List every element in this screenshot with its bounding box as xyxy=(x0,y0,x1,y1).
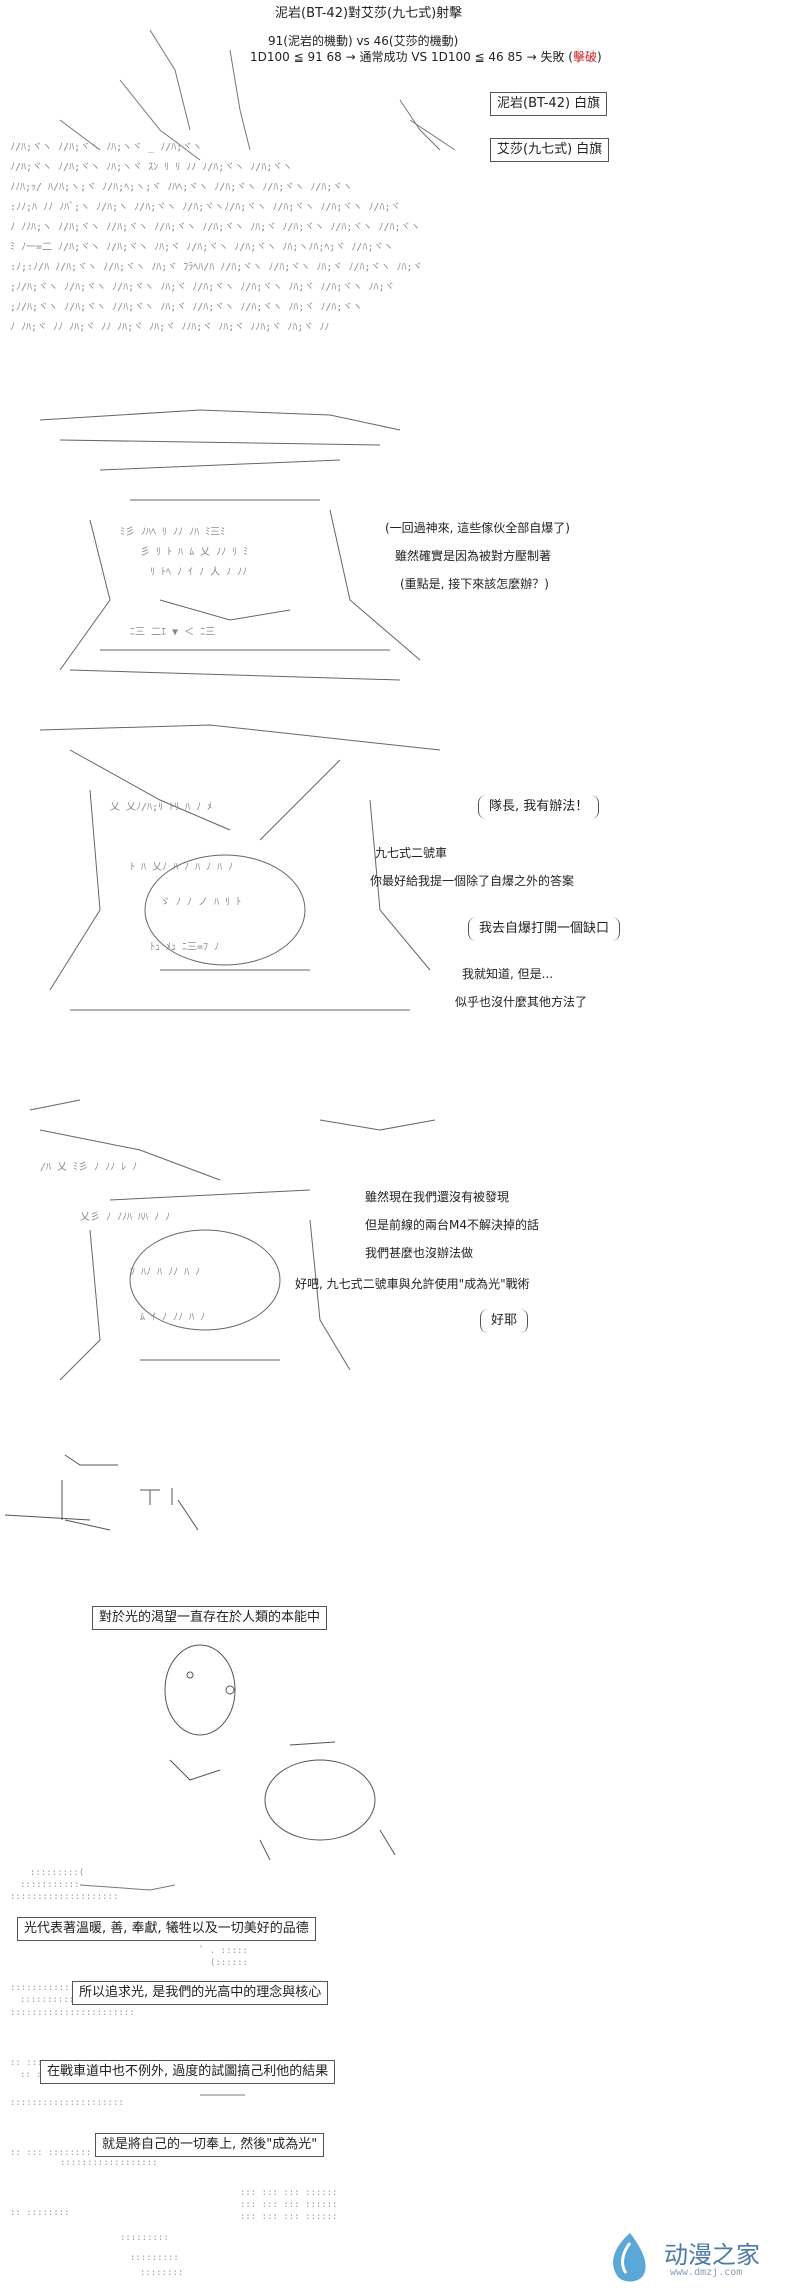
svg-text:::::::::::::::::::: :::::::::::::::::: xyxy=(60,2158,158,2168)
svg-text::::::::::::: ::::::::::: xyxy=(20,1880,80,1890)
svg-text:;ﾉ/ﾊ;ヾヽ ﾉ/ﾊ;ヾヽ ﾉ/ﾊ;ヾヽ ﾉﾊ;ヾ ﾉ/ﾊ: ;ﾉ/ﾊ;ヾヽ ﾉ/ﾊ;ヾヽ ﾉ/ﾊ;ヾヽ ﾉﾊ;ヾ ﾉ/ﾊ;ヾヽ ﾉ/ﾊ;ヾヽ… xyxy=(10,302,362,313)
svg-text::: ::: ::::::::: :: ::: :::::::: xyxy=(10,2148,91,2158)
scene4-line4: 好吧, 九七式二號車與允許使用"成為光"戰術 xyxy=(295,1277,530,1291)
svg-text:ﾘ ﾄﾍ ﾉ ｲ ﾉ 人 ﾉ ﾉﾉ: ﾘ ﾄﾍ ﾉ ｲ ﾉ 人 ﾉ ﾉﾉ xyxy=(150,566,247,578)
svg-text::::::::::::::::::::::::: ::::::::::::::::::::::: xyxy=(10,2008,135,2018)
svg-text:ﾉﾉﾊ;ｯ/ ﾊ/ﾊ;ヽ;ヾ ﾉ/ﾊ;ﾍ;ヽ;ヾ ﾉﾊﾍ;ヾ: ﾉﾉﾊ;ｯ/ ﾊ/ﾊ;ヽ;ヾ ﾉ/ﾊ;ﾍ;ヽ;ヾ ﾉﾊﾍ;ヾヽ ﾉ/ﾊ;ヾヽ ﾉ… xyxy=(10,182,352,193)
svg-text:/ﾊ 乂 ﾐ彡 ﾉ ﾉﾉ ﾚ ﾉ: /ﾊ 乂 ﾐ彡 ﾉ ﾉﾉ ﾚ ﾉ xyxy=(40,1162,137,1173)
destroyed-label: 擊破 xyxy=(572,50,597,64)
svg-text:::::::::: :::::::: xyxy=(140,2268,183,2278)
svg-text::::::::::: ::::::::: xyxy=(120,2233,169,2243)
svg-text:::::::::::::::::::::: :::::::::::::::::::: xyxy=(10,1892,118,1902)
svg-text:乂 乂ﾉ/ﾊ;ﾘ ﾄﾘ ﾊ ﾉ ﾒ: 乂 乂ﾉ/ﾊ;ﾘ ﾄﾘ ﾊ ﾉ ﾒ xyxy=(110,802,212,813)
svg-text:ﾉ/ﾊ;ヾヽ ﾉ/ﾊ;ヾヽ ﾉﾊ;ヽヾ _ ﾉ/ﾊ;ヾヽ: ﾉ/ﾊ;ヾヽ ﾉ/ﾊ;ヾヽ ﾉﾊ;ヽヾ _ ﾉ/ﾊ;ヾヽ xyxy=(10,142,202,153)
scene2-line1: (一回過神來, 這些傢伙全部自爆了) xyxy=(385,521,570,535)
scene5-art-top xyxy=(0,1420,220,1540)
scene3-line1: 你最好給我提一個除了自爆之外的答案 xyxy=(370,874,575,888)
svg-text:::: ::: ::: ::::::: ::: ::: ::: :::::: xyxy=(240,2188,338,2198)
svg-text:ﾟ . :::::: ﾟ . ::::: xyxy=(200,1945,248,1956)
scene1-art: ﾉ/ﾊ;ヾヽ ﾉ/ﾊ;ヾヽ ﾉﾊ;ヽヾ _ ﾉ/ﾊ;ヾヽ ﾉ/ﾊ;ヾヽ ﾉ/ﾊ;… xyxy=(0,10,790,340)
scene6-caption3: 在戰車道中也不例外, 過度的試圖搞己利他的結果 xyxy=(40,2060,336,2084)
svg-text:ﾉ ﾉﾉﾊ;ヽ ﾉ/ﾊ;ヾヽ ﾉ/ﾊ;ヾヽ ﾉ/ﾊ;ヾヽ ﾉ: ﾉ ﾉﾉﾊ;ヽ ﾉ/ﾊ;ヾヽ ﾉ/ﾊ;ヾヽ ﾉ/ﾊ;ヾヽ ﾉ/ﾊ;ヾヽ ﾉﾊ;ヾ… xyxy=(10,222,421,233)
scene3-speaker-name: 九七式二號車 xyxy=(375,846,448,860)
dice-result-line: 1D100 ≦ 91 68 → 通常成功 VS 1D100 ≦ 46 85 → … xyxy=(250,50,602,64)
scene2-art: ﾐ彡 ﾉﾊﾍ ﾘ ﾉﾉ ﾉﾊ ﾐ三ﾐ 彡 ﾘ ﾄ ﾊ ﾑ 乂 ﾉﾉ ﾘ ﾐ ﾘ … xyxy=(0,370,440,700)
svg-text:ﾑ ｲ ﾉ ﾉﾉ ﾊ ﾉ: ﾑ ｲ ﾉ ﾉﾉ ﾊ ﾉ xyxy=(140,1312,205,1323)
svg-text:彡 ﾘ ﾄ ﾊ ﾑ 乂 ﾉﾉ ﾘ ﾐ: 彡 ﾘ ﾄ ﾊ ﾑ 乂 ﾉﾉ ﾘ ﾐ xyxy=(140,547,248,558)
scene4-bubble-yay: 好耶 xyxy=(480,1309,529,1333)
svg-text:(::::::: (:::::: xyxy=(210,1958,248,1968)
watermark-name: 动漫之家 xyxy=(664,2241,760,2269)
scene2-line2: 雖然確實是因為被對方壓制著 xyxy=(395,549,552,563)
svg-text::: ::::::: :: :::::: xyxy=(10,2058,59,2068)
svg-text:ｿ ﾊﾉ ﾊ ﾉﾉ ﾊ ﾉ: ｿ ﾊﾉ ﾊ ﾉﾉ ﾊ ﾉ xyxy=(130,1267,200,1278)
scene2-line3: (重點是, 接下來該怎麼辦？) xyxy=(400,577,549,591)
svg-text:ﾐ彡 ﾉﾊﾍ ﾘ ﾉﾉ ﾉﾊ ﾐ三ﾐ: ﾐ彡 ﾉﾊﾍ ﾘ ﾉﾉ ﾉﾊ ﾐ三ﾐ xyxy=(120,527,225,538)
scene3-art: 乂 乂ﾉ/ﾊ;ﾘ ﾄﾘ ﾊ ﾉ ﾒ ﾄ ﾊ 乂ﾉ ﾊ ﾉ ﾊ ﾉ ﾊ ﾉ ゞ ﾉ… xyxy=(10,710,450,1030)
watermark-url: www.dmzj.com xyxy=(670,2267,743,2278)
scene3-bubble-self-destruct: 我去自爆打開一個缺口 xyxy=(468,917,621,941)
svg-text::ﾉ;:ﾉ/ﾊ ﾉ/ﾊ;ヾヽ ﾉ/ﾊ;ヾヽ ﾉﾊ;ヾ ﾌﾗﾍ: :ﾉ;:ﾉ/ﾊ ﾉ/ﾊ;ヾヽ ﾉ/ﾊ;ヾヽ ﾉﾊ;ヾ ﾌﾗﾍﾊ/ﾊ ﾉ/ﾊ;ヾヽ… xyxy=(10,262,423,273)
scene6-caption2: 所以追求光, 是我們的光高中的理念與核心 xyxy=(72,1981,329,2005)
svg-text::::::::::::::::::: ::::::::::::::::: xyxy=(10,1983,102,1993)
svg-text:ﾉ/ﾊ;ヾヽ ﾉ/ﾊ;ヾヽ ﾉﾊ;ヽヾ ｽﾝ ﾘ ﾘ ﾉﾉ: ﾉ/ﾊ;ヾヽ ﾉ/ﾊ;ヾヽ ﾉﾊ;ヽヾ ｽﾝ ﾘ ﾘ ﾉﾉ ﾉ/ﾊ;ヾヽ ﾉ/ﾊ… xyxy=(10,162,292,173)
svg-text:;ﾉ/ﾊ;ヾヽ ﾉ/ﾊ;ヾヽ ﾉ/ﾊ;ヾヽ ﾉﾊ;ヾ ﾉ/ﾊ: ;ﾉ/ﾊ;ヾヽ ﾉ/ﾊ;ヾヽ ﾉ/ﾊ;ヾヽ ﾉﾊ;ヾ ﾉ/ﾊ;ヾヽ ﾉ/ﾊ;ヾヽ… xyxy=(10,282,395,293)
scene3-line3: 似乎也沒什麼其他方法了 xyxy=(455,995,588,1009)
svg-text:ゞ ﾉ ﾉ ノ ﾊ ﾘ ﾄ: ゞ ﾉ ﾉ ノ ﾊ ﾘ ﾄ xyxy=(160,897,241,908)
flag-niyan: 泥岩(BT-42) 白旗 xyxy=(490,92,608,116)
scene3-line2: 我就知道, 但是... xyxy=(462,967,554,981)
svg-text:::: ::: ::: ::::::: ::: ::: ::: :::::: xyxy=(240,2212,338,2222)
chapter-title: 泥岩(BT-42)對艾莎(九七式)射擊 xyxy=(275,6,463,21)
svg-text::ﾉﾉ;ﾊ ﾉﾉ ﾉﾊﾞ;ヽ ﾉ/ﾊ;ヽ ﾉ/ﾊ;ヾヽ ﾉ/: :ﾉﾉ;ﾊ ﾉﾉ ﾉﾊﾞ;ヽ ﾉ/ﾊ;ヽ ﾉ/ﾊ;ヾヽ ﾉ/ﾊ;ヾヽﾉ/ﾊ;ヾヽ… xyxy=(10,201,401,213)
scene4-line2: 但是前線的兩台M4不解決掉的話 xyxy=(365,1218,539,1232)
svg-text:乂彡 ﾉ ﾉﾉﾊ ﾊﾊ ﾉ ﾉ: 乂彡 ﾉ ﾉﾉﾊ ﾊﾊ ﾉ ﾉ xyxy=(80,1212,170,1223)
svg-text:ﾐ ﾉ一=二 ﾉ/ﾊ;ヾヽ ﾉ/ﾊ;ヾヽ ﾉﾊ;ヾ ﾉ/ﾊ;: ﾐ ﾉ一=二 ﾉ/ﾊ;ヾヽ ﾉ/ﾊ;ヾヽ ﾉﾊ;ヾ ﾉ/ﾊ;ヾヽ ﾉ/ﾊ;ヾヽ … xyxy=(10,242,393,253)
scene5-figure xyxy=(150,1630,430,1860)
svg-text::::::::::::::::::::::: ::::::::::::::::::::: xyxy=(10,2098,124,2108)
svg-text::: ::::::::: :: :::::::: xyxy=(10,2208,70,2218)
svg-text::::::::::(: :::::::::( xyxy=(30,1868,84,1878)
scene6-caption1: 光代表著溫暖, 善, 奉獻, 犧牲以及一切美好的品德 xyxy=(17,1917,316,1941)
svg-text:ﾆ三 二ｴ ▼ ＜ ﾆ三: ﾆ三 二ｴ ▼ ＜ ﾆ三 xyxy=(130,627,215,638)
scene5-caption: 對於光的渴望一直存在於人類的本能中 xyxy=(92,1606,328,1630)
svg-text:ﾉ ﾉﾊ;ヾ ﾉﾉ ﾉﾊ;ヾ ﾉﾉ ﾉﾊ;ヾ ﾉﾊ;ヾ ﾉﾉ: ﾉ ﾉﾊ;ヾ ﾉﾉ ﾉﾊ;ヾ ﾉﾉ ﾉﾊ;ヾ ﾉﾊ;ヾ ﾉﾉﾊ;ヾ ﾉﾊ;ヾ ﾉ… xyxy=(10,322,329,333)
scene3-bubble-idea: 隊長, 我有辦法！ xyxy=(478,795,600,819)
scene4-line3: 我們甚麼也沒辦法做 xyxy=(365,1246,474,1260)
dmzj-logo-icon xyxy=(613,2233,646,2282)
mobility-line: 91(泥岩的機動) vs 46(艾莎的機動) xyxy=(268,34,459,48)
svg-text:ﾄ ﾊ 乂ﾉ ﾊ ﾉ ﾊ ﾉ ﾊ ﾉ: ﾄ ﾊ 乂ﾉ ﾊ ﾉ ﾊ ﾉ ﾊ ﾉ xyxy=(130,862,233,873)
scene6-art: :::::::::( ::::::::::: :::::::::::::::::… xyxy=(0,1865,520,2285)
svg-text:ﾄｭ ﾒｭ ﾆ三=ﾌ ﾉ: ﾄｭ ﾒｭ ﾆ三=ﾌ ﾉ xyxy=(150,942,219,953)
scene4-line1: 雖然現在我們還沒有被發現 xyxy=(365,1190,510,1204)
svg-text:::::::::::::::::: :::::::::::::::: xyxy=(20,1995,107,2005)
svg-text::::::::::: ::::::::: xyxy=(130,2253,179,2263)
scene6-caption4: 就是將自己的一切奉上, 然後"成為光" xyxy=(95,2133,325,2157)
svg-text:::: ::: ::: ::::::: ::: ::: ::: :::::: xyxy=(240,2200,338,2210)
flag-aisha: 艾莎(九七式) 白旗 xyxy=(490,138,610,162)
svg-text::: ::: :: :: xyxy=(20,2070,47,2080)
watermark-logo: 动漫之家 www.dmzj.com xyxy=(600,2229,790,2285)
scene4-art: /ﾊ 乂 ﾐ彡 ﾉ ﾉﾉ ﾚ ﾉ 乂彡 ﾉ ﾉﾉﾊ ﾊﾊ ﾉ ﾉ ｿ ﾊﾉ ﾊ … xyxy=(20,1090,440,1390)
